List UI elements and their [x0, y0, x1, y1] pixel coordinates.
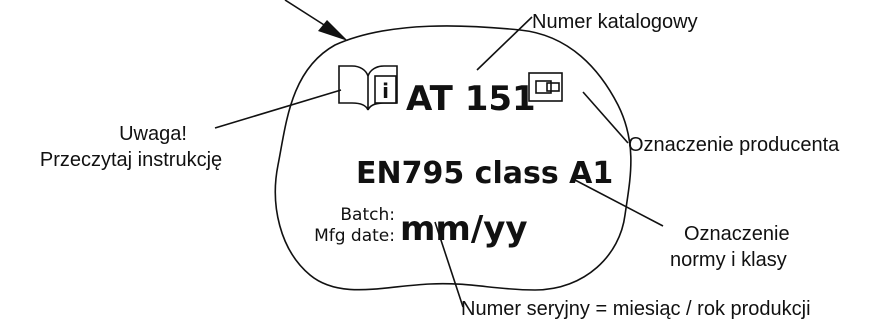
- batch-label: Batch:: [340, 205, 395, 225]
- callout-manufacturer: Oznaczenie producenta: [628, 134, 840, 156]
- manufacturer-mark-icon: [528, 72, 563, 102]
- date-format-text: mm/yy: [400, 209, 528, 249]
- callout-serial: Numer seryjny = miesiąc / rok produkcji: [461, 298, 811, 320]
- label-outline: [274, 25, 632, 291]
- svg-text:i: i: [382, 79, 389, 103]
- leader-warning: [214, 89, 342, 129]
- callout-standard-line1: Oznaczenie: [684, 223, 790, 245]
- open-book-icon: [338, 65, 398, 111]
- callout-catalog: Numer katalogowy: [532, 11, 698, 33]
- leader-catalog: [476, 16, 533, 71]
- leader-standard: [574, 179, 664, 227]
- callout-warning-line2: Przeczytaj instrukcję: [40, 149, 222, 171]
- leader-serial: [434, 221, 464, 308]
- mfg-date-label: Mfg date:: [314, 226, 395, 246]
- callout-warning-line1: Uwaga!: [119, 123, 187, 145]
- callout-standard-line2: normy i klasy: [670, 249, 787, 271]
- catalog-number: AT 151: [406, 79, 536, 119]
- leader-manufacturer: [582, 91, 629, 144]
- pointer-arrow-icon: [284, 0, 348, 41]
- info-icon: i: [374, 75, 397, 104]
- standard-class-text: EN795 class A1: [356, 156, 613, 191]
